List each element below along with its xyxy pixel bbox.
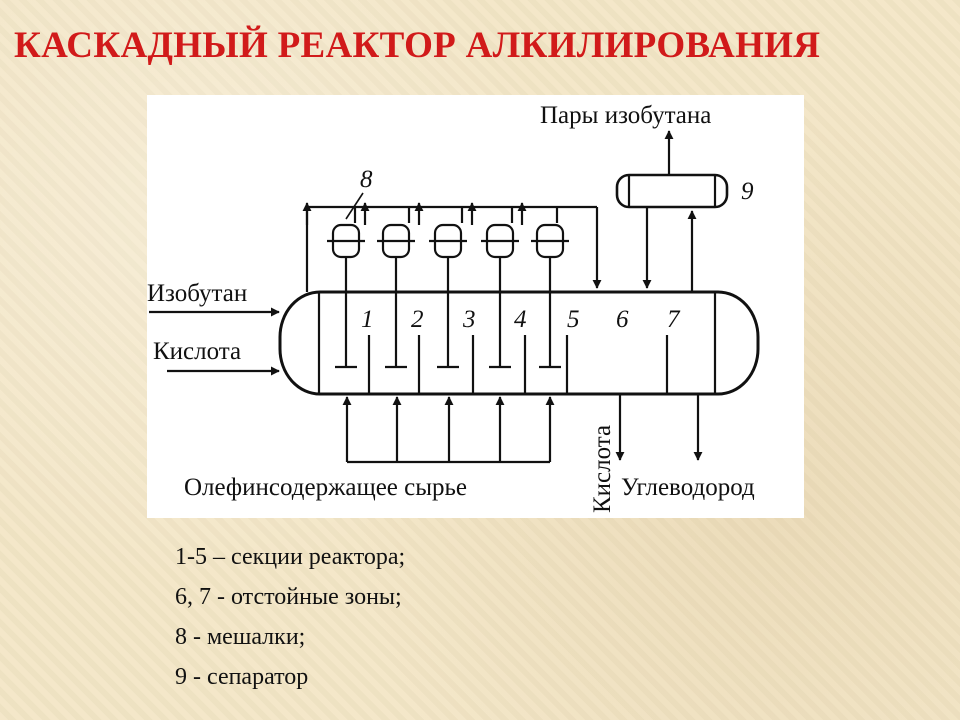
mixer-leader-line [345,192,364,220]
mixer-3 [429,223,467,369]
section-number-2: 2 [411,306,424,333]
olefin-feed-label: Олефинсодержащее сырье [184,474,467,501]
separator [615,173,729,209]
legend-item: 6, 7 - отстойные зоны; [175,584,402,610]
page-title: КАСКАДНЫЙ РЕАКТОР АЛКИЛИРОВАНИЯ [14,25,821,66]
acid-inlet-label: Кислота [153,338,241,365]
legend-item: 8 - мешалки; [175,624,306,650]
section-number-5: 5 [567,306,580,333]
mixer-number: 8 [360,166,373,193]
section-number-1: 1 [361,306,374,333]
zone-number-6: 6 [616,306,629,333]
isobutane-inlet-label: Изобутан [147,280,247,307]
olefin-feed-header [342,396,555,464]
legend-item: 1-5 – секции реактора; [175,544,406,570]
mixer-1 [327,223,365,369]
mixer-4 [481,223,519,369]
recycle-pipe [305,205,602,292]
section-number-4: 4 [514,306,527,333]
section-number-3: 3 [462,306,476,333]
vapor-outlet-label: Пары изобутана [540,102,711,129]
hydrocarbon-outlet-label: Углеводород [621,474,755,501]
legend: 1-5 – секции реактора; 6, 7 - отстойные … [175,537,405,697]
mixer-5 [531,223,569,369]
mixer-2 [377,223,415,369]
acid-outlet-label: Кислота [589,425,616,513]
section-partitions [317,292,717,394]
reactor-vessel [278,290,760,396]
zone-number-7: 7 [667,306,681,333]
separator-number: 9 [741,178,754,205]
reactor-diagram: Пары изобутана 9 8 Изобутан Кислота 1 2 … [147,95,804,518]
legend-item: 9 - сепаратор [175,664,309,690]
recycle-arrowheads [302,202,527,225]
reactor-diagram-svg: Пары изобутана 9 8 Изобутан Кислота 1 2 … [147,102,760,513]
